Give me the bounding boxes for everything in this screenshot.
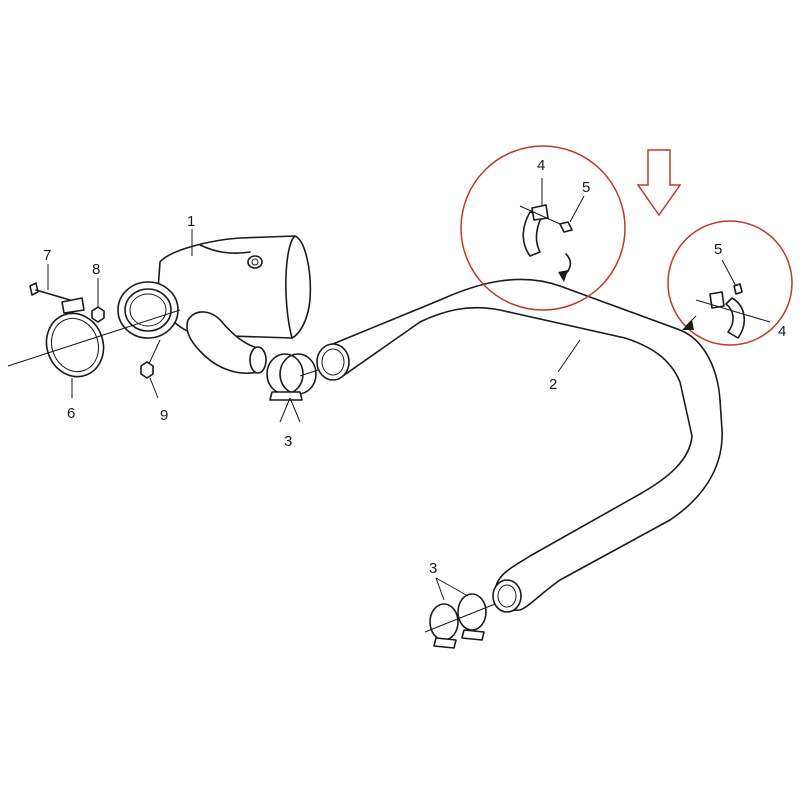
callout-4-upper: 4 xyxy=(537,157,545,174)
part-7-bolt xyxy=(29,264,71,301)
callout-5-right: 5 xyxy=(714,241,722,258)
callout-4-right: 4 xyxy=(778,323,786,340)
part-1-housing xyxy=(7,229,312,374)
callout-3-upper: 3 xyxy=(284,433,292,450)
callout-9: 9 xyxy=(160,407,168,424)
part-8-nut xyxy=(91,278,105,323)
callout-3-lower: 3 xyxy=(429,560,437,577)
direction-arrow-icon xyxy=(636,149,682,217)
callout-6: 6 xyxy=(67,405,75,422)
detail-circle-upper xyxy=(460,145,626,311)
callout-1: 1 xyxy=(187,213,195,230)
part-3-hose-clamps-lower xyxy=(424,577,496,649)
detail-circle-right xyxy=(667,220,793,346)
part-2-hose xyxy=(299,278,723,613)
callout-2: 2 xyxy=(549,376,557,393)
part-9-nut xyxy=(140,361,159,399)
callout-5-upper: 5 xyxy=(582,179,590,196)
part-6-band-clamp xyxy=(45,297,105,398)
callout-7: 7 xyxy=(43,247,51,264)
callout-8: 8 xyxy=(92,261,100,278)
part-3-hose-clamps-upper xyxy=(266,353,317,423)
